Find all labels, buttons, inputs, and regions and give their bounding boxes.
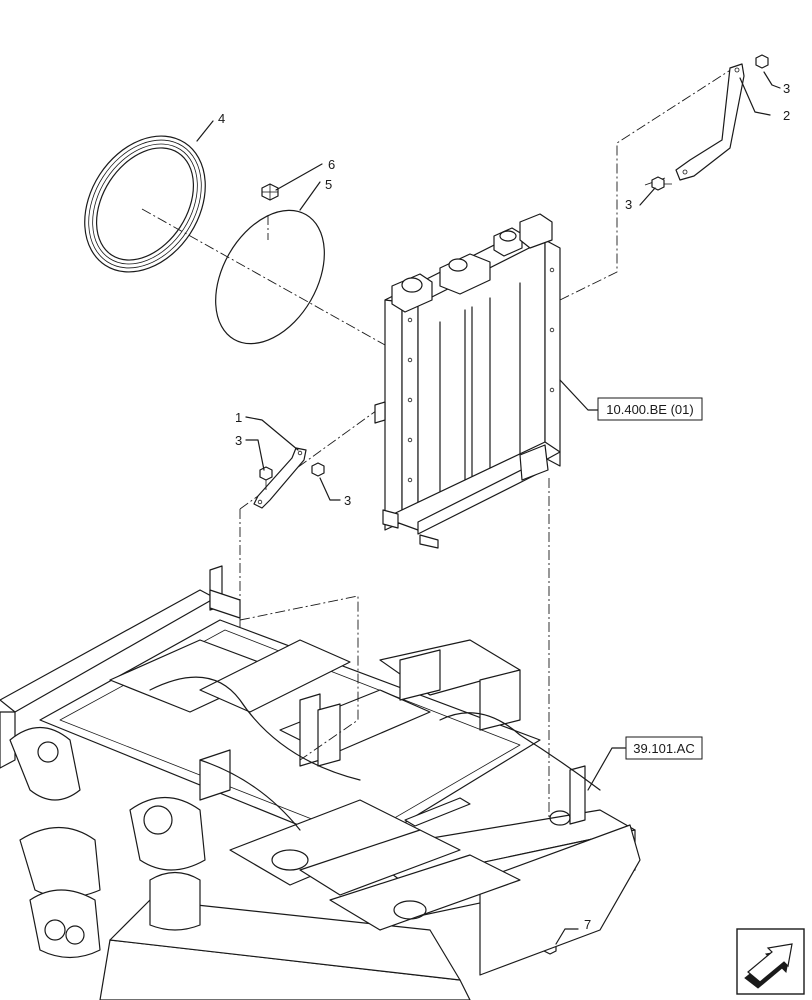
- part-3-bolt-upper: [651, 54, 769, 191]
- callout-2: 2: [783, 108, 790, 123]
- part-4-ring: [84, 135, 206, 273]
- machine-frame: [0, 565, 641, 1000]
- callout-3-mid: 3: [625, 197, 632, 212]
- callout-5: 5: [325, 177, 332, 192]
- part-1-stay-bar: [253, 447, 307, 509]
- reference-frame-text: 39.101.AC: [633, 741, 694, 756]
- part-3-bolt-lower: [259, 462, 325, 490]
- reference-radiator-text: 10.400.BE (01): [606, 402, 693, 417]
- radiator-assembly: [374, 213, 561, 549]
- callout-7: 7: [584, 917, 591, 932]
- part-5-clamp: [215, 209, 325, 345]
- callout-3-left: 3: [235, 433, 242, 448]
- callout-1: 1: [235, 410, 242, 425]
- callout-6: 6: [328, 157, 335, 172]
- part-2-stay-bar: [675, 63, 745, 181]
- leader-lines: [196, 71, 781, 945]
- callout-3-right: 3: [344, 493, 351, 508]
- callout-3-top: 3: [783, 81, 790, 96]
- arrow-navigation-icon[interactable]: [736, 928, 805, 995]
- reference-radiator[interactable]: 10.400.BE (01): [597, 397, 703, 421]
- reference-frame[interactable]: 39.101.AC: [625, 736, 703, 760]
- part-6-nut: [261, 183, 279, 201]
- callout-labels: 4 6 5 3 2 3 1 3 3 7: [218, 81, 790, 932]
- callout-4: 4: [218, 111, 225, 126]
